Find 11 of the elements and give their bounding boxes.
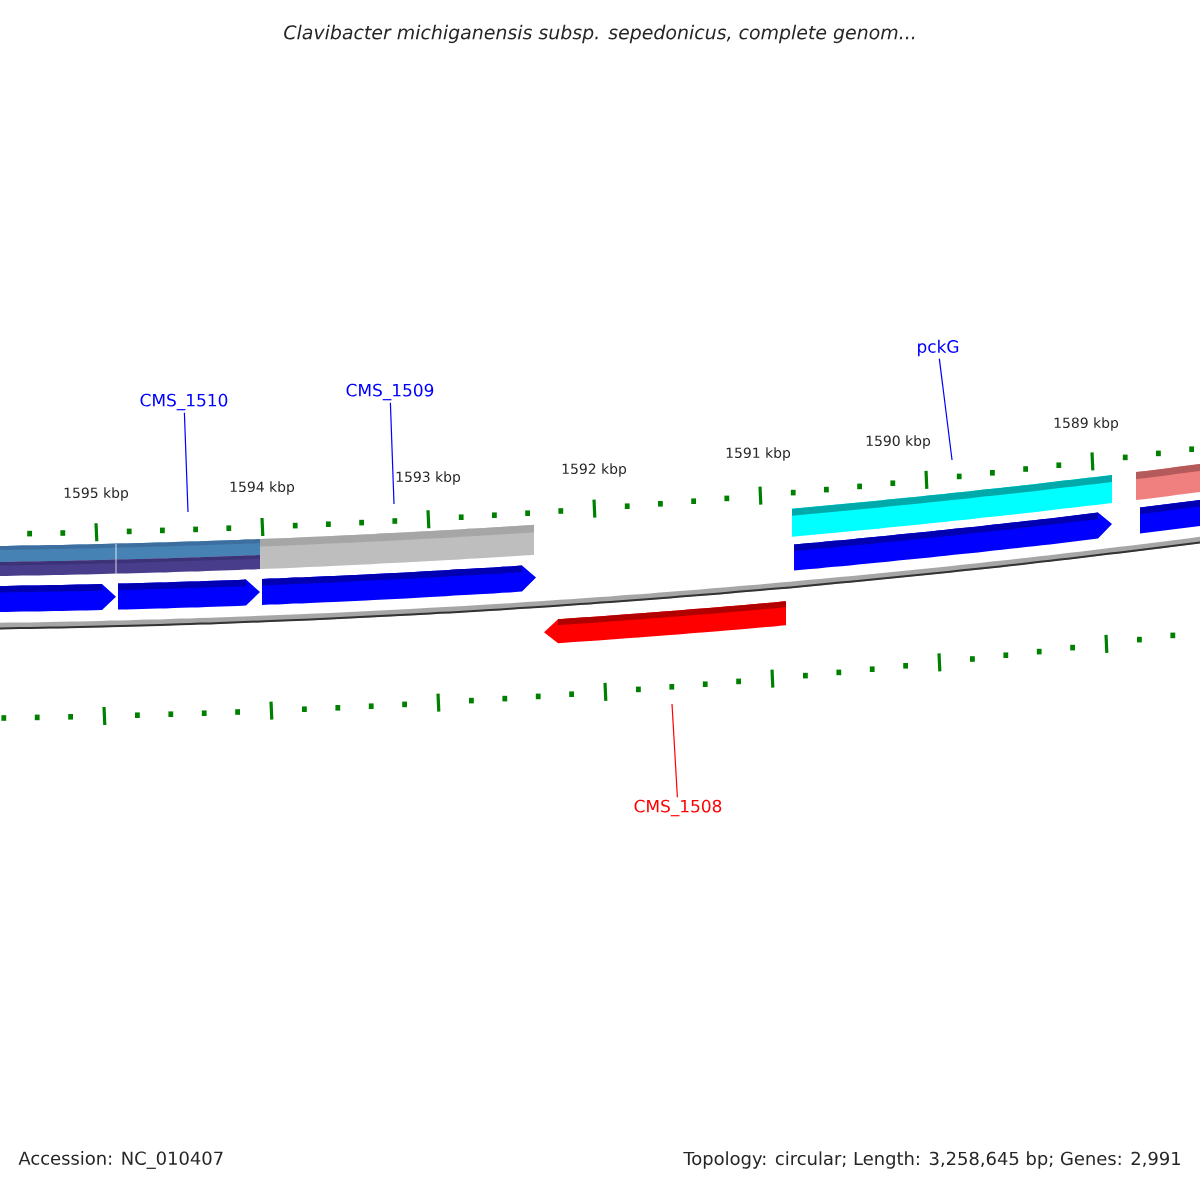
gene-label: CMS_1508 <box>634 799 722 817</box>
gene-label: CMS_1510 <box>140 393 228 411</box>
gene-label: CMS_1509 <box>346 383 434 401</box>
leader-line <box>183 412 189 513</box>
title: Clavibacter michiganensis subsp. sepedonicus, complete genom... <box>284 24 915 44</box>
footer-text: Topology: circular; Length: 3,258,645 bp; Genes: 2,991 <box>683 1151 1180 1169</box>
leader-line <box>671 703 678 798</box>
leader-line <box>389 402 395 505</box>
gene-label: pckG <box>918 339 959 357</box>
footer-text: Accession: NC_010407 <box>18 1151 223 1169</box>
leader-line <box>938 358 953 461</box>
